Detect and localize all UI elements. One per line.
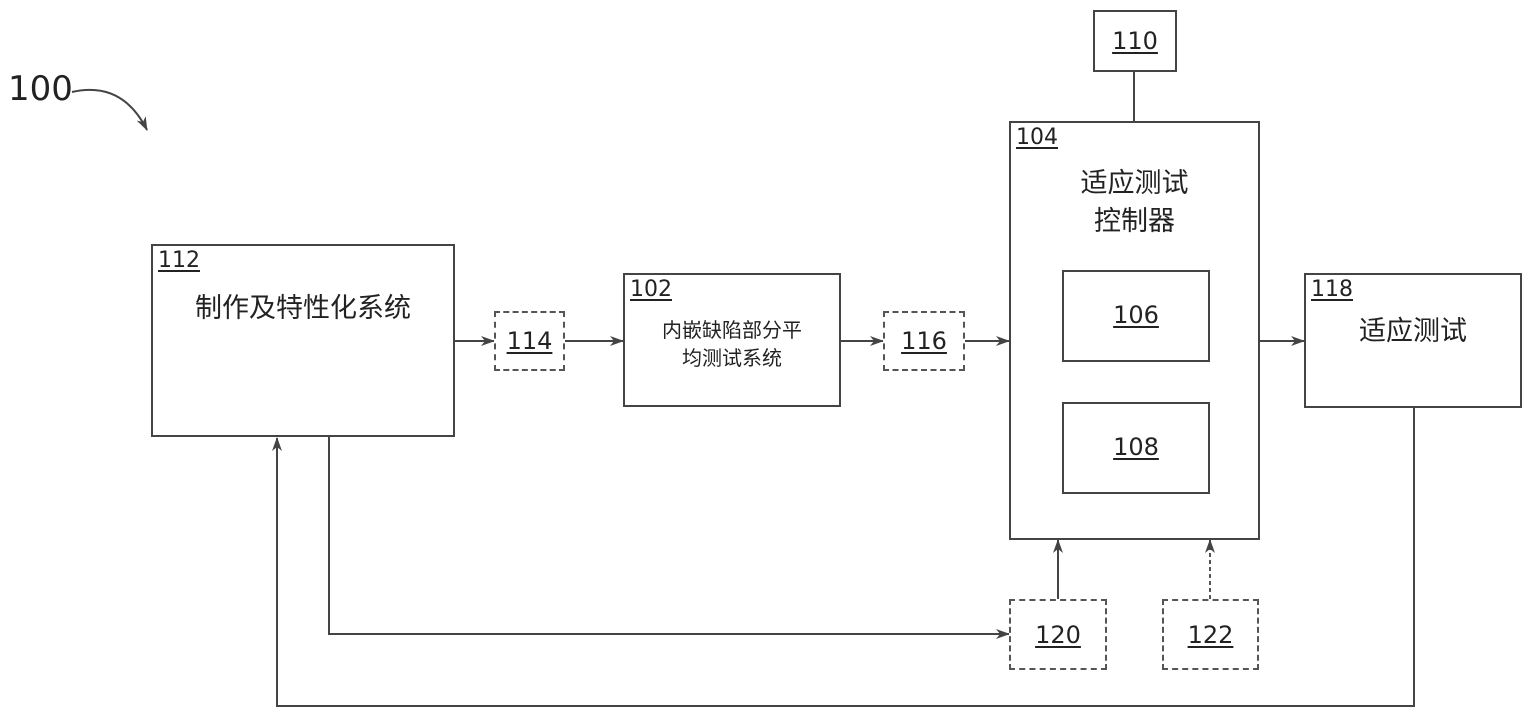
- ref-110: 110: [1112, 27, 1158, 55]
- box-104-label-line2: 控制器: [1094, 206, 1175, 237]
- box-104-adaptive-test-controller: 104 适应测试 控制器 106 108: [1009, 121, 1260, 540]
- box-102-test-system: 102 内嵌缺陷部分平 均测试系统: [623, 273, 841, 407]
- box-122: 122: [1162, 599, 1259, 670]
- box-120: 120: [1009, 599, 1107, 670]
- box-110: 110: [1093, 10, 1177, 72]
- box-116: 116: [883, 311, 965, 371]
- figure-number: 100: [8, 69, 73, 109]
- ref-118: 118: [1311, 277, 1353, 302]
- ref-106: 106: [1113, 301, 1159, 329]
- ref-112: 112: [158, 248, 200, 273]
- box-112-fabrication-system: 112 制作及特性化系统: [151, 244, 455, 437]
- ref-122: 122: [1187, 621, 1234, 649]
- box-102-label-line2: 均测试系统: [682, 346, 782, 370]
- box-114: 114: [494, 311, 565, 371]
- box-118-label: 适应测试: [1359, 316, 1467, 347]
- box-112-label: 制作及特性化系统: [195, 293, 411, 324]
- box-106: 106: [1062, 270, 1210, 362]
- ref-114: 114: [506, 327, 553, 355]
- arrow-112-to-120: [328, 437, 1010, 639]
- ref-104: 104: [1016, 125, 1058, 150]
- box-118-adaptive-test: 118 适应测试: [1304, 273, 1522, 408]
- ref-102: 102: [630, 277, 672, 302]
- figure-pointer-arrow: [71, 89, 148, 131]
- box-104-label-line1: 适应测试: [1080, 168, 1189, 199]
- box-102-label-line1: 内嵌缺陷部分平: [662, 318, 802, 342]
- ref-116: 116: [901, 327, 947, 355]
- box-108: 108: [1062, 402, 1210, 494]
- ref-120: 120: [1035, 621, 1081, 649]
- ref-108: 108: [1113, 433, 1159, 461]
- arrow-118-to-112-feedback: [272, 408, 1415, 707]
